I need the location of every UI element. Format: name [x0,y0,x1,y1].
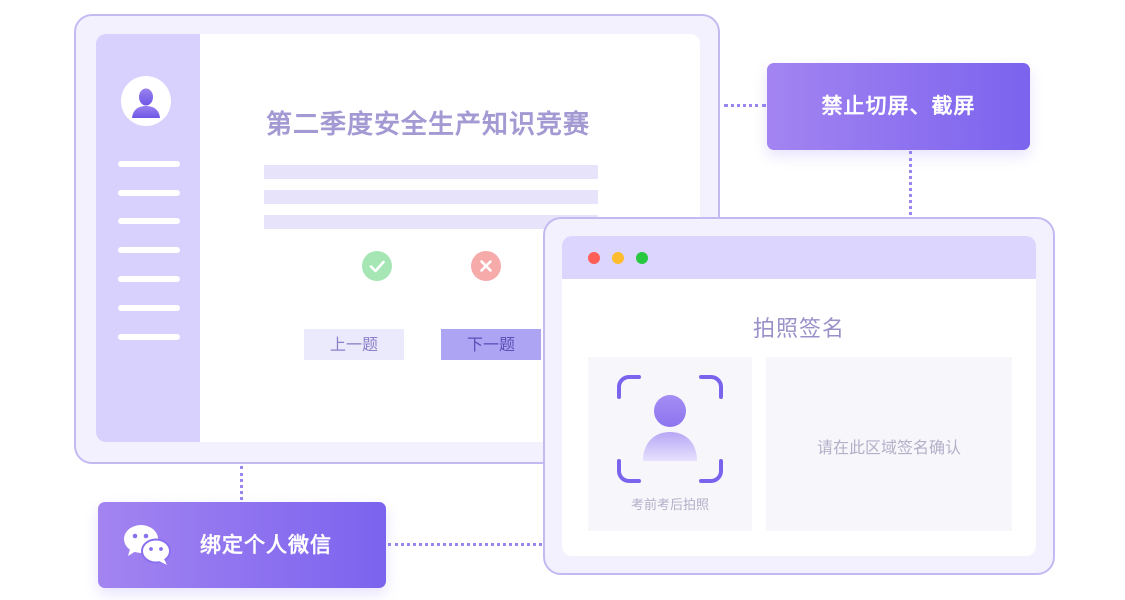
screen-lock-banner: 禁止切屏、截屏 [767,63,1030,150]
window-minimize-button[interactable] [612,252,624,264]
wechat-bind-label: 绑定个人微信 [200,533,332,557]
exam-title: 第二季度安全生产知识竞赛 [266,110,591,140]
signature-prompt: 请在此区域签名确认 [816,438,961,457]
window-close-button[interactable] [588,252,600,264]
connector-line [909,151,912,215]
question-text-line [264,190,598,204]
sign-window-title: 拍照签名 [752,317,845,342]
sidebar-menu-item[interactable] [118,247,180,253]
photo-capture-panel[interactable]: 考前考后拍照 [588,357,752,531]
sidebar-menu-item[interactable] [118,161,180,167]
sidebar [96,34,200,442]
sidebar-menu-item[interactable] [118,190,180,196]
connector-line [388,543,542,546]
connector-line [240,466,243,500]
sidebar-menu-item[interactable] [118,334,180,340]
next-question-button[interactable]: 下一题 [441,329,541,360]
signature-area[interactable]: 请在此区域签名确认 [766,357,1012,531]
prev-question-button[interactable]: 上一题 [304,329,404,360]
window-titlebar [562,236,1036,279]
question-text-line [264,215,598,229]
question-text-line [264,165,598,179]
connector-line [724,104,766,107]
user-avatar-icon[interactable] [121,76,171,126]
check-icon[interactable] [362,251,392,281]
exam-content: 第二季度安全生产知识竞赛 上一题 下一题 [96,34,700,442]
sidebar-menu-item[interactable] [118,218,180,224]
wechat-bind-banner[interactable]: 绑定个人微信 [98,502,386,588]
photo-sign-window: 拍照签名 考 [543,217,1055,575]
photo-caption: 考前考后拍照 [630,498,709,513]
photo-sign-content: 拍照签名 考 [562,236,1036,556]
close-icon[interactable] [471,251,501,281]
wechat-icon [124,525,171,565]
face-scan-icon [617,375,723,483]
window-maximize-button[interactable] [636,252,648,264]
sidebar-menu-item[interactable] [118,305,180,311]
sidebar-menu-item[interactable] [118,276,180,282]
screen-lock-label: 禁止切屏、截屏 [821,94,976,118]
